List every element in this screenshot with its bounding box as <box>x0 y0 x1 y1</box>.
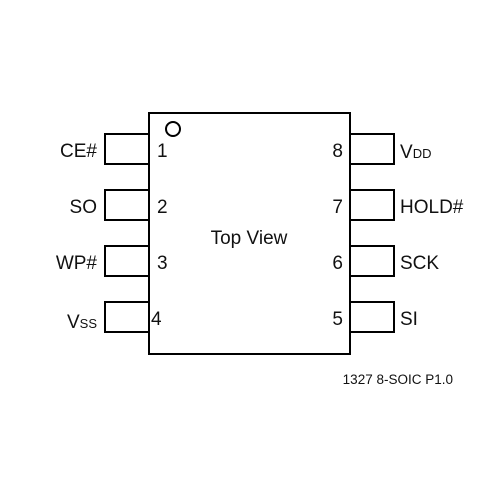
pin-3-number: 3 <box>157 253 168 274</box>
pin-1: 1 CE# <box>60 133 168 165</box>
pin-5-name: SI <box>400 309 418 330</box>
pin-6-lead <box>349 245 395 277</box>
pin-6-name: SCK <box>400 253 439 274</box>
pin-1-name: CE# <box>60 141 97 162</box>
pin-2-lead <box>104 189 150 221</box>
pin-7-lead <box>349 189 395 221</box>
pin-5: 5 SI <box>332 301 418 333</box>
pin-4: 4 VSS <box>67 301 162 333</box>
pin-3-lead <box>104 245 150 277</box>
pin-8-lead <box>349 133 395 165</box>
pin-6: 6 SCK <box>332 245 439 277</box>
pin-2: 2 SO <box>70 189 168 221</box>
pin-7-number: 7 <box>332 197 343 218</box>
pin-7: 7 HOLD# <box>332 189 464 221</box>
pin-6-number: 6 <box>332 253 343 274</box>
pin-4-lead <box>104 301 150 333</box>
figure-caption: 1327 8-SOIC P1.0 <box>343 372 453 387</box>
pin1-orientation-dot <box>165 121 181 137</box>
pin-4-number: 4 <box>151 309 162 330</box>
pin-5-number: 5 <box>332 309 343 330</box>
pin-8: 8 VDD <box>332 133 431 165</box>
pin-4-name: VSS <box>67 312 97 333</box>
pin-7-name: HOLD# <box>400 197 464 218</box>
pin-5-lead <box>349 301 395 333</box>
pin-3-name: WP# <box>56 253 98 274</box>
pin-8-number: 8 <box>332 141 343 162</box>
pin-3: 3 WP# <box>56 245 168 277</box>
chip-body <box>148 112 351 355</box>
pin-8-name: VDD <box>400 142 431 163</box>
package-label: Top View <box>211 228 288 249</box>
pin-1-lead <box>104 133 150 165</box>
pin-1-number: 1 <box>157 141 168 162</box>
pin-2-name: SO <box>70 197 97 218</box>
pin-2-number: 2 <box>157 197 168 218</box>
